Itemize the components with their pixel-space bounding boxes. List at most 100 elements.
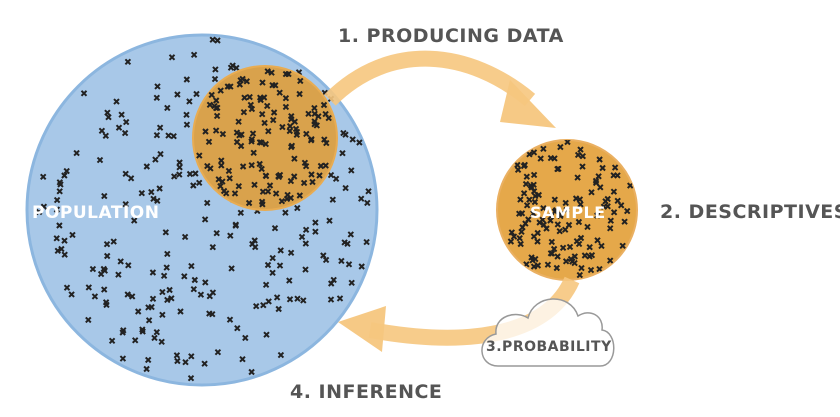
unit-dot: [577, 146, 584, 153]
unit-dot: [553, 264, 561, 272]
unit-dot: [264, 261, 272, 269]
unit-dot: [323, 139, 330, 147]
unit-dot: [144, 356, 152, 364]
unit-dot: [85, 284, 93, 291]
unit-dot: [561, 226, 569, 233]
unit-dot: [269, 116, 277, 124]
unit-dot: [356, 139, 363, 146]
unit-dot: [217, 87, 224, 94]
unit-dot: [329, 196, 337, 203]
unit-dot: [264, 68, 271, 75]
unit-dot: [517, 196, 524, 203]
unit-dot: [595, 173, 602, 180]
unit-dot: [364, 199, 371, 207]
unit-dot: [579, 163, 586, 170]
unit-dot: [183, 121, 191, 128]
unit-dot: [621, 218, 628, 225]
descriptives-label: 2. DESCRIPTIVES: [660, 201, 840, 223]
unit-dot: [349, 136, 356, 143]
unit-dot: [282, 103, 290, 111]
unit-dot: [594, 237, 601, 244]
unit-dot: [208, 91, 215, 99]
unit-dot: [286, 127, 294, 135]
unit-dot: [514, 161, 521, 169]
unit-dot: [320, 101, 328, 109]
unit-dot: [256, 139, 264, 146]
unit-dot: [220, 187, 228, 195]
unit-dot: [176, 171, 183, 178]
unit-dot: [121, 129, 129, 137]
unit-dot: [56, 188, 63, 195]
unit-dot: [298, 233, 306, 241]
unit-dot: [523, 173, 531, 180]
unit-dot: [269, 269, 276, 277]
unit-dot: [579, 152, 587, 160]
unit-dot: [540, 204, 547, 212]
unit-dot: [213, 112, 221, 120]
unit-dot: [218, 157, 225, 164]
unit-dot: [104, 109, 111, 116]
unit-dot: [139, 328, 146, 335]
unit-dot: [559, 244, 567, 252]
unit-dot: [523, 202, 531, 209]
unit-dot: [63, 284, 71, 291]
unit-dot: [271, 224, 279, 232]
unit-dot: [516, 234, 523, 242]
unit-dot: [564, 140, 571, 146]
unit-dot: [294, 295, 301, 302]
unit-dot: [285, 70, 292, 78]
unit-dot: [272, 82, 279, 89]
unit-dot: [183, 76, 191, 83]
unit-dot: [363, 238, 370, 246]
unit-dot: [202, 128, 209, 135]
unit-dot: [287, 177, 295, 185]
unit-dot: [551, 196, 559, 203]
unit-dot: [611, 164, 619, 171]
unit-dot: [617, 202, 625, 209]
unit-dot: [307, 137, 315, 144]
unit-dot: [163, 264, 170, 271]
unit-dot: [520, 190, 528, 197]
unit-dot: [327, 296, 335, 303]
unit-dot: [58, 245, 65, 253]
unit-dot: [597, 184, 604, 191]
unit-dot: [57, 181, 64, 188]
unit-dot: [544, 261, 552, 268]
unit-dot: [195, 179, 203, 187]
unit-dot: [207, 165, 214, 172]
unit-dot: [128, 293, 136, 300]
unit-dot: [338, 257, 345, 265]
unit-dot: [557, 212, 564, 220]
unit-dot: [277, 247, 284, 254]
unit-dot: [531, 192, 539, 200]
unit-dot: [606, 257, 614, 264]
unit-dot: [296, 192, 304, 199]
unit-dot: [124, 291, 131, 298]
unit-dot: [563, 206, 570, 214]
unit-dot: [312, 219, 319, 226]
unit-dot: [256, 160, 263, 168]
unit-dot: [272, 190, 280, 197]
unit-dot: [610, 172, 617, 179]
unit-dot: [344, 240, 351, 248]
unit-dot: [233, 64, 240, 72]
unit-dot: [122, 118, 130, 126]
unit-dot: [259, 188, 267, 195]
unit-dot: [211, 75, 219, 83]
unit-dot: [219, 178, 226, 185]
unit-dot: [566, 243, 574, 251]
producing-data-label: 1. PRODUCING DATA: [338, 25, 564, 47]
unit-dot: [562, 258, 570, 265]
unit-dot: [574, 174, 581, 181]
unit-dot: [100, 286, 108, 293]
unit-dot: [166, 286, 173, 294]
unit-dot: [237, 209, 245, 217]
unit-dot: [103, 252, 111, 260]
unit-dot: [548, 238, 556, 246]
unit-dot: [162, 229, 170, 236]
unit-dot: [203, 199, 211, 207]
unit-dot: [234, 324, 241, 332]
unit-dot: [514, 166, 522, 174]
unit-dot: [153, 94, 161, 102]
unit-dot: [287, 249, 295, 257]
